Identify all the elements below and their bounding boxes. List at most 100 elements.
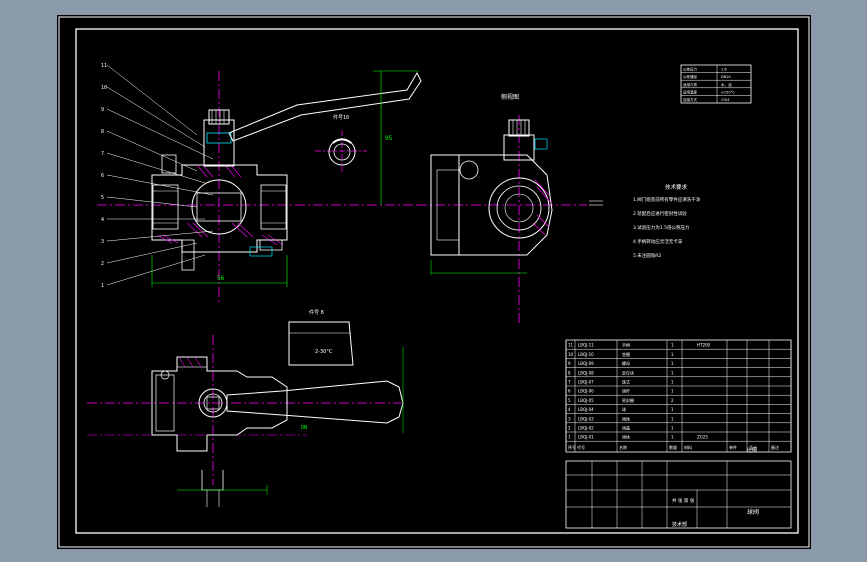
spec-key: 连接方式 [683, 97, 697, 102]
leader-label: 1 [101, 283, 104, 289]
spec-key: 适用温度 [683, 89, 697, 94]
parts-cell: 螺母 [622, 360, 630, 366]
parts-cell: 1 [568, 435, 571, 440]
sheet-label: 共 张 第 张 [672, 497, 695, 504]
scale-label: 比例 [747, 447, 757, 454]
parts-cell: 10 [568, 352, 574, 357]
leader-label: 2 [101, 261, 104, 267]
parts-cell: LBQJ-08 [578, 370, 594, 375]
parts-cell: 阀体 [622, 434, 630, 440]
parts-cell: 阀盖 [622, 425, 630, 431]
notes-title: 技术要求 [665, 183, 688, 191]
parts-header: 序号 [568, 444, 576, 450]
parts-cell: 阀杆 [622, 388, 630, 394]
parts-cell: 5 [568, 398, 571, 403]
spec-value: DN20 [721, 75, 731, 79]
parts-header: 数量 [669, 444, 677, 450]
parts-cell: 9 [568, 361, 571, 366]
detail-label: 件号 8 [309, 309, 324, 316]
inner-border [75, 28, 799, 534]
parts-cell: 1 [671, 389, 674, 394]
parts-cell: 1 [671, 416, 674, 421]
parts-cell: 11 [568, 343, 574, 348]
leader-label: 7 [101, 151, 104, 157]
technical-notes: 技术要求 1.阀门组装前所有零件应清洗干净 2.装配后应进行密封性试验 3.试验压力… [633, 183, 701, 259]
side-view-label: 侧视图 [501, 93, 519, 101]
parts-header: 材料 [684, 444, 692, 450]
parts-cell: 定位块 [622, 369, 634, 375]
outer-border [58, 16, 810, 548]
parts-cell: LBQJ-01 [578, 435, 594, 440]
spec-key: 适用介质 [683, 82, 697, 87]
detail-part-8: 件号 8 2-30°C [288, 309, 354, 366]
detail-circle-view: 件号10 [315, 114, 367, 173]
note-line: 5.未注圆角R2 [633, 252, 661, 259]
spec-key: 公称通径 [683, 74, 697, 79]
side-view: 侧视图 [417, 93, 603, 325]
parts-header: 代号 [577, 444, 585, 450]
parts-header: 单件 [729, 444, 737, 450]
leader-label: 5 [101, 195, 104, 201]
leader-label: 6 [101, 173, 104, 179]
leader-label: 9 [101, 107, 104, 113]
spec-key: 公称压力 [683, 67, 697, 72]
detail-note: 2-30°C [315, 349, 333, 355]
parts-cell: LBQJ-06 [578, 389, 594, 394]
parts-cell: 6 [568, 389, 571, 394]
spec-value: ≤150°C [721, 90, 735, 94]
note-line: 3.试验压力为1.5倍公称压力 [633, 224, 690, 231]
leader-label: 3 [101, 239, 104, 245]
leader-label: 4 [101, 217, 104, 223]
parts-cell: 1 [671, 343, 674, 348]
note-line: 4.手柄转动应灵活无卡滞 [633, 238, 683, 245]
parts-cell: ZG25 [697, 435, 708, 440]
svg-text:95: 95 [385, 135, 393, 142]
parts-cell: 1 [671, 380, 674, 385]
parts-header: 备注 [771, 444, 779, 450]
parts-cell: LBQJ-07 [578, 380, 594, 385]
leader-label: 8 [101, 129, 104, 135]
svg-text:件号10: 件号10 [333, 114, 349, 121]
parts-cell: 1 [671, 352, 674, 357]
parts-cell: LBQJ-09 [578, 361, 594, 366]
parts-cell: LBQJ-05 [578, 398, 594, 403]
parts-cell: 1 [671, 370, 674, 375]
parts-header: 总计 [749, 444, 757, 450]
parts-cell: 1 [671, 361, 674, 366]
parts-cell: LBQJ-11 [578, 343, 594, 348]
parts-cell: 3 [568, 416, 571, 421]
parts-cell: 1 [671, 407, 674, 412]
spec-value: 水、油 [721, 82, 732, 87]
title-block: 球阀 技术部 比例 共 张 第 张 [565, 447, 792, 529]
parts-cell: 1 [671, 435, 674, 440]
note-line: 2.装配后应进行密封性试验 [633, 210, 687, 217]
parts-cell: LBQJ-04 [578, 407, 594, 412]
parts-cell: 阀体 [622, 415, 630, 421]
top-view: DN [87, 335, 404, 507]
parts-cell: 2 [568, 426, 571, 431]
parts-cell: 球 [622, 406, 626, 412]
parts-cell: 1 [671, 426, 674, 431]
svg-text:DN: DN [301, 425, 307, 431]
parts-cell: LBQJ-10 [578, 352, 594, 357]
parts-cell: 2 [671, 398, 674, 403]
svg-text:56: 56 [217, 275, 225, 282]
parts-cell: LBQJ-03 [578, 416, 594, 421]
note-line: 1.阀门组装前所有零件应清洗干净 [633, 196, 701, 203]
parts-cell: 8 [568, 370, 571, 375]
parts-header: 名称 [619, 444, 627, 450]
parts-cell: 7 [568, 380, 571, 385]
parts-cell: 4 [568, 407, 571, 412]
parts-cell: 密封圈 [622, 397, 634, 403]
leader-label: 10 [101, 85, 107, 91]
spec-value: 1.6 [721, 68, 727, 72]
section-view: 95 56 11 10 9 8 7 6 5 4 3 2 1 [97, 63, 422, 305]
parts-cell: 手柄 [622, 342, 630, 348]
spec-value: G3/4 [721, 98, 730, 102]
parts-cell: HT200 [697, 343, 711, 348]
drawing-name: 球阀 [747, 508, 759, 516]
leader-label: 11 [101, 63, 107, 69]
